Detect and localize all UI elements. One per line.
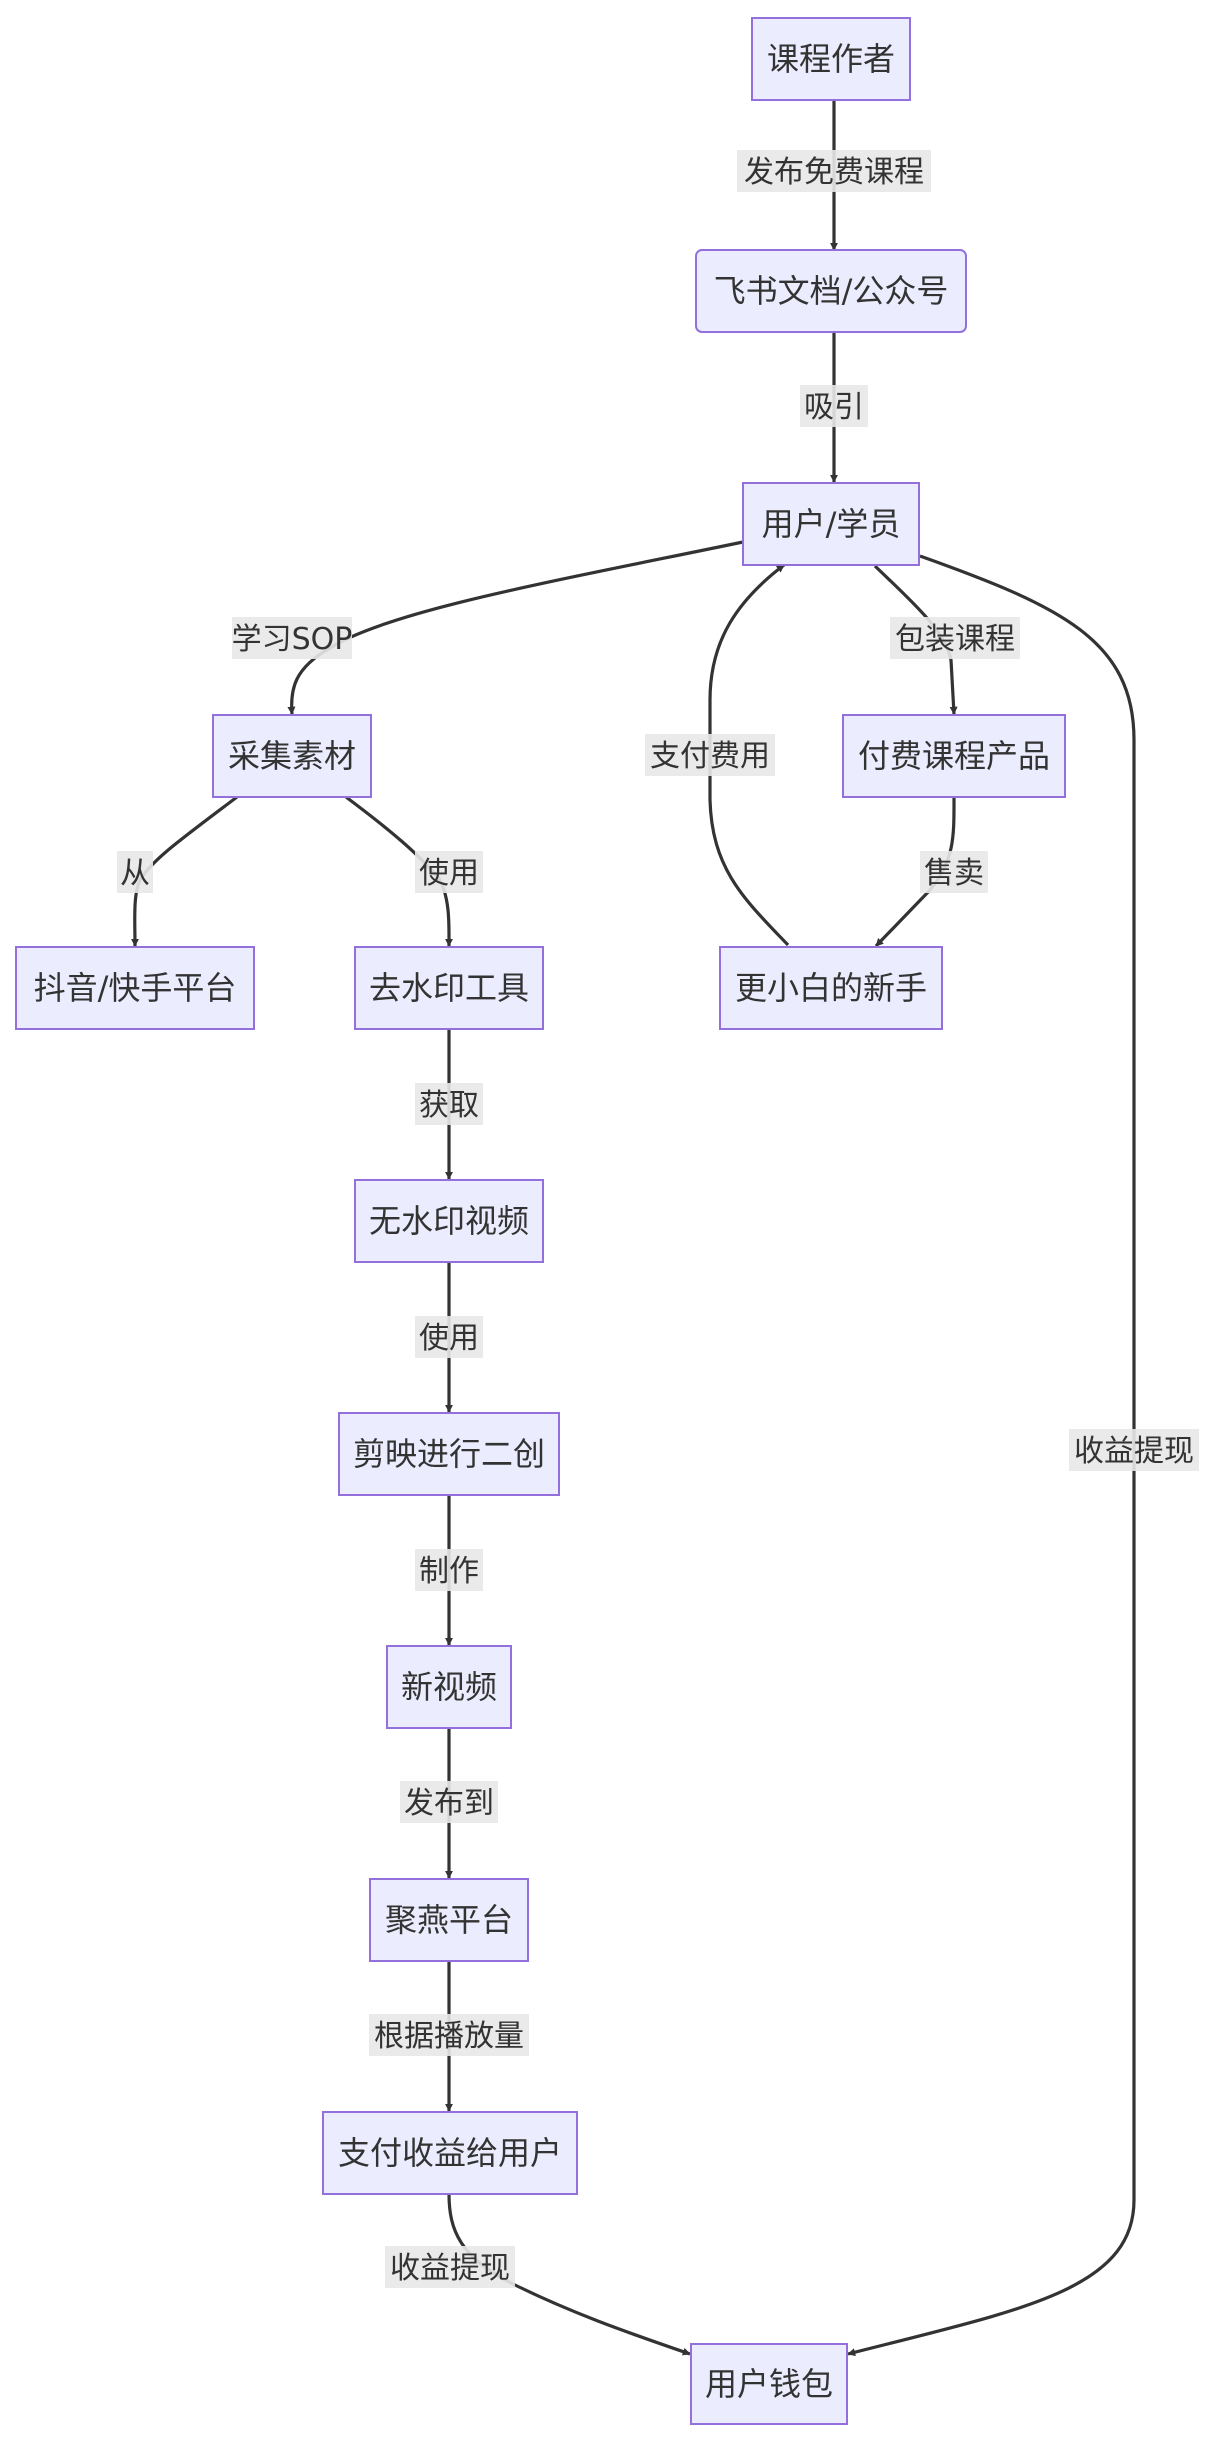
edge-label-make: 制作 <box>415 1549 483 1591</box>
edge-label-attract: 吸引 <box>800 385 868 427</box>
edge-newbie-user <box>708 563 790 947</box>
edge-label-text: 售卖 <box>924 856 984 891</box>
edge-label-text: 根据播放量 <box>374 2019 524 2054</box>
edge-labels: 发布免费课程 吸引 学习SOP 包装课程 支付费用 从 使用 售卖 <box>117 150 1199 2288</box>
edge-label-use1: 使用 <box>415 851 483 893</box>
edge-label-text: 收益提现 <box>390 2251 510 2286</box>
node-label: 抖音/快手平台 <box>34 969 237 1007</box>
edge-label-package: 包装课程 <box>890 617 1020 659</box>
edge-label-obtain: 获取 <box>415 1083 483 1125</box>
node-feishu[interactable]: 飞书文档/公众号 <box>695 249 967 333</box>
node-label: 课程作者 <box>767 40 895 78</box>
edge-label-text: 从 <box>120 856 150 891</box>
edge-label-text: 发布免费课程 <box>744 155 924 190</box>
node-pay-revenue[interactable]: 支付收益给用户 <box>322 2111 578 2195</box>
node-label: 更小白的新手 <box>735 969 927 1007</box>
edge-label-text: 制作 <box>419 1554 479 1589</box>
edge-label-text: 支付费用 <box>650 739 770 774</box>
edge-label-text: 使用 <box>419 1321 479 1356</box>
edge-user-collect <box>287 540 744 715</box>
node-new-video[interactable]: 新视频 <box>386 1645 512 1729</box>
node-douyin[interactable]: 抖音/快手平台 <box>15 946 255 1030</box>
node-label: 支付收益给用户 <box>338 2134 562 2172</box>
edge-label-text: 学习SOP <box>232 622 353 657</box>
node-label: 去水印工具 <box>369 969 529 1007</box>
edge-label-text: 收益提现 <box>1074 1434 1194 1469</box>
edge-label-publish-free: 发布免费课程 <box>737 150 931 192</box>
node-label: 新视频 <box>401 1668 497 1706</box>
node-user[interactable]: 用户/学员 <box>742 482 920 566</box>
edge-label-by-views: 根据播放量 <box>369 2014 529 2056</box>
edge-label-use2: 使用 <box>415 1316 483 1358</box>
node-paid-course[interactable]: 付费课程产品 <box>842 714 1066 798</box>
edge-label-pay-fee: 支付费用 <box>645 734 775 776</box>
node-label: 剪映进行二创 <box>353 1435 545 1473</box>
node-label: 付费课程产品 <box>858 737 1050 775</box>
edges <box>130 100 1136 2357</box>
node-label: 聚燕平台 <box>385 1901 513 1939</box>
edge-label-text: 获取 <box>419 1088 479 1123</box>
node-label: 采集素材 <box>228 737 356 775</box>
node-no-watermark[interactable]: 无水印视频 <box>354 1179 544 1263</box>
node-newbie[interactable]: 更小白的新手 <box>719 946 943 1030</box>
edge-label-sell: 售卖 <box>920 851 988 893</box>
edge-user-wallet <box>847 554 1136 2357</box>
edge-label-from: 从 <box>117 851 153 893</box>
edge-label-withdraw-right: 收益提现 <box>1069 1429 1199 1471</box>
edge-label-text: 包装课程 <box>895 622 1015 657</box>
node-watermark-tool[interactable]: 去水印工具 <box>354 946 544 1030</box>
edge-label-withdraw-bottom: 收益提现 <box>385 2246 515 2288</box>
node-jianying[interactable]: 剪映进行二创 <box>338 1412 560 1496</box>
node-author[interactable]: 课程作者 <box>751 17 911 101</box>
edge-label-publish-to: 发布到 <box>400 1781 498 1823</box>
edge-payrevenue-wallet <box>447 2193 691 2356</box>
node-label: 飞书文档/公众号 <box>714 272 949 310</box>
node-label: 用户钱包 <box>705 2365 833 2403</box>
node-wallet[interactable]: 用户钱包 <box>690 2343 848 2425</box>
node-label: 无水印视频 <box>369 1202 529 1240</box>
edge-label-text: 吸引 <box>804 390 864 425</box>
edge-label-learn-sop: 学习SOP <box>232 617 353 659</box>
node-label: 用户/学员 <box>762 505 901 543</box>
nodes: 课程作者 飞书文档/公众号 用户/学员 采集素材 付费课程产品 抖音/快手平台 … <box>15 17 1066 2425</box>
node-juyan[interactable]: 聚燕平台 <box>369 1878 529 1962</box>
node-collect[interactable]: 采集素材 <box>212 714 372 798</box>
edge-label-text: 使用 <box>419 856 479 891</box>
edge-label-text: 发布到 <box>404 1786 494 1821</box>
